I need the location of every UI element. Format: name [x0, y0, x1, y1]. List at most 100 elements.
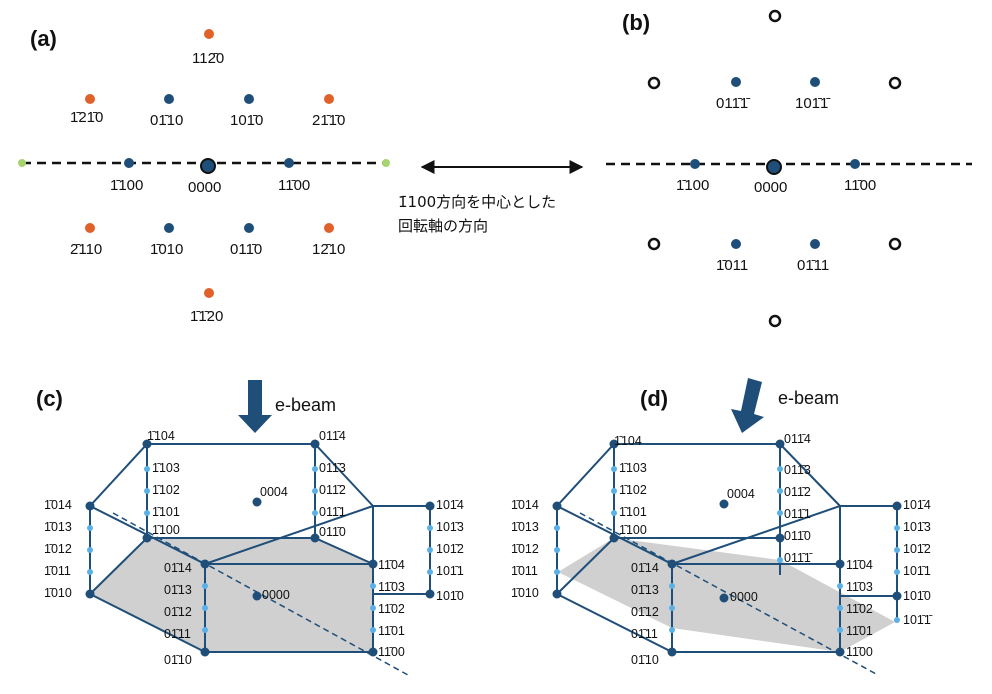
- index-label: 1̄010: [44, 586, 72, 600]
- index-label: 11̄01: [846, 624, 873, 638]
- index-label: 01̄11: [797, 257, 829, 274]
- rotation-axis-c: [112, 512, 409, 676]
- index-label: 01̄11: [164, 627, 191, 641]
- index-label: 1̄102: [152, 483, 180, 497]
- spot-open: [888, 237, 902, 251]
- rotation-axis-d: [579, 512, 879, 676]
- spot-orange: [324, 94, 334, 104]
- spot-blue: [731, 77, 741, 87]
- index-label: 1̄012: [44, 542, 72, 556]
- index-label: 011̄0: [784, 529, 811, 543]
- index-label: 101̄3: [903, 520, 931, 534]
- index-label: 0000: [754, 179, 787, 196]
- spot-open: [888, 76, 902, 90]
- zero-layer-plane: [90, 538, 373, 652]
- index-label: 2̄110: [70, 241, 102, 258]
- index-label: 011̄2: [784, 485, 811, 499]
- index-label: 1̄012: [511, 542, 539, 556]
- index-label: 112̄0: [192, 50, 224, 67]
- spot-blue: [690, 159, 700, 169]
- green-spot: [382, 159, 390, 167]
- spot-open: [647, 76, 661, 90]
- panel-label-c: (c): [36, 386, 63, 411]
- index-label: 011̄1̄: [784, 551, 813, 565]
- index-label: 101̄2: [903, 542, 931, 556]
- e-beam-label-c: e-beam: [275, 395, 336, 415]
- vertex-spots-d: [552, 439, 902, 657]
- index-label: 0004: [727, 487, 755, 501]
- index-label: 011̄2: [319, 483, 346, 497]
- panel-d: e-beam 0004 0000 1̄104 1̄103 1̄102 1̄101…: [511, 378, 933, 676]
- index-label: 1̄104: [614, 434, 642, 448]
- index-label: 11̄00: [378, 645, 405, 659]
- rotation-note-line2: 回転軸の方向: [398, 217, 488, 235]
- spot-blue: [124, 158, 134, 168]
- spot-blue: [284, 158, 294, 168]
- index-label: 101̄2: [436, 542, 464, 556]
- spot-blue: [731, 239, 741, 249]
- layer-spots-d: [554, 466, 900, 633]
- index-label: 101̄1: [903, 564, 931, 578]
- index-label: 011̄4: [784, 432, 811, 446]
- index-label: 11̄00: [844, 177, 876, 194]
- index-label: 01̄10: [150, 112, 183, 129]
- e-beam-label-d: e-beam: [778, 388, 839, 408]
- index-label: 101̄4: [903, 498, 931, 512]
- index-label: 01̄10: [631, 653, 659, 667]
- index-label: 0004: [260, 485, 288, 499]
- index-label: 011̄0: [230, 241, 262, 258]
- index-label: 1̄013: [511, 520, 539, 534]
- index-label: 011̄4: [319, 429, 346, 443]
- spot-blue: [850, 159, 860, 169]
- panel-label-d: (d): [640, 386, 668, 411]
- index-label: 101̄3: [436, 520, 464, 534]
- panel-c: e-beam 0004 0000 1̄104 1̄103 1̄102 1̄101…: [44, 380, 464, 676]
- index-label: 11̄03: [846, 580, 873, 594]
- spot-blue: [164, 223, 174, 233]
- index-label: 1̄100: [619, 523, 647, 537]
- e-beam-arrow-c: [238, 380, 272, 433]
- index-label: 011̄0: [319, 525, 346, 539]
- spot-orange: [204, 29, 214, 39]
- index-label: 1̄100: [676, 177, 709, 194]
- index-label: 01̄13: [164, 583, 192, 597]
- index-label: 011̄1̄: [716, 95, 750, 112]
- spot-orange: [85, 223, 95, 233]
- index-label: 101̄1: [436, 564, 464, 578]
- spot-orange: [204, 288, 214, 298]
- index-label: 12̄10: [312, 241, 345, 258]
- spot-blue: [164, 94, 174, 104]
- index-label: 011̄3: [784, 463, 811, 477]
- index-label: 11̄00: [278, 177, 310, 194]
- index-label: 1̄100: [110, 177, 143, 194]
- index-label: 011̄1: [784, 507, 811, 521]
- index-label: 01̄13: [631, 583, 659, 597]
- index-label: 1̄100: [152, 523, 180, 537]
- green-spot: [18, 159, 26, 167]
- index-label: 1̄014: [44, 498, 72, 512]
- spot-blue: [810, 239, 820, 249]
- index-label: 1̄103: [619, 461, 647, 475]
- index-label: 1̄011: [716, 257, 748, 274]
- spot-blue: [244, 223, 254, 233]
- index-label: 11̄02: [846, 602, 873, 616]
- index-label: 101̄4: [436, 498, 464, 512]
- e-beam-arrow-d: [731, 378, 764, 433]
- index-label: 0000: [188, 179, 221, 196]
- spot-orange: [324, 223, 334, 233]
- index-label: 11̄02: [378, 602, 405, 616]
- index-label: 21̄1̄0: [312, 112, 345, 129]
- spot-blue: [810, 77, 820, 87]
- panel-label-b: (b): [622, 10, 650, 35]
- panel-a: 112̄0 1̄21̄0 01̄10 101̄0 21̄1̄0 1̄100 00…: [18, 29, 390, 325]
- panel-label-a: (a): [30, 26, 57, 51]
- index-label: 101̄1̄: [795, 95, 830, 112]
- index-label: 1̄103: [152, 461, 180, 475]
- index-label: 01̄11: [631, 627, 658, 641]
- spot-blue: [244, 94, 254, 104]
- index-label: 1̄101: [619, 505, 647, 519]
- index-label: 1̄014: [511, 498, 539, 512]
- index-label: 1̄104: [147, 429, 175, 443]
- index-label: 1̄010: [511, 586, 539, 600]
